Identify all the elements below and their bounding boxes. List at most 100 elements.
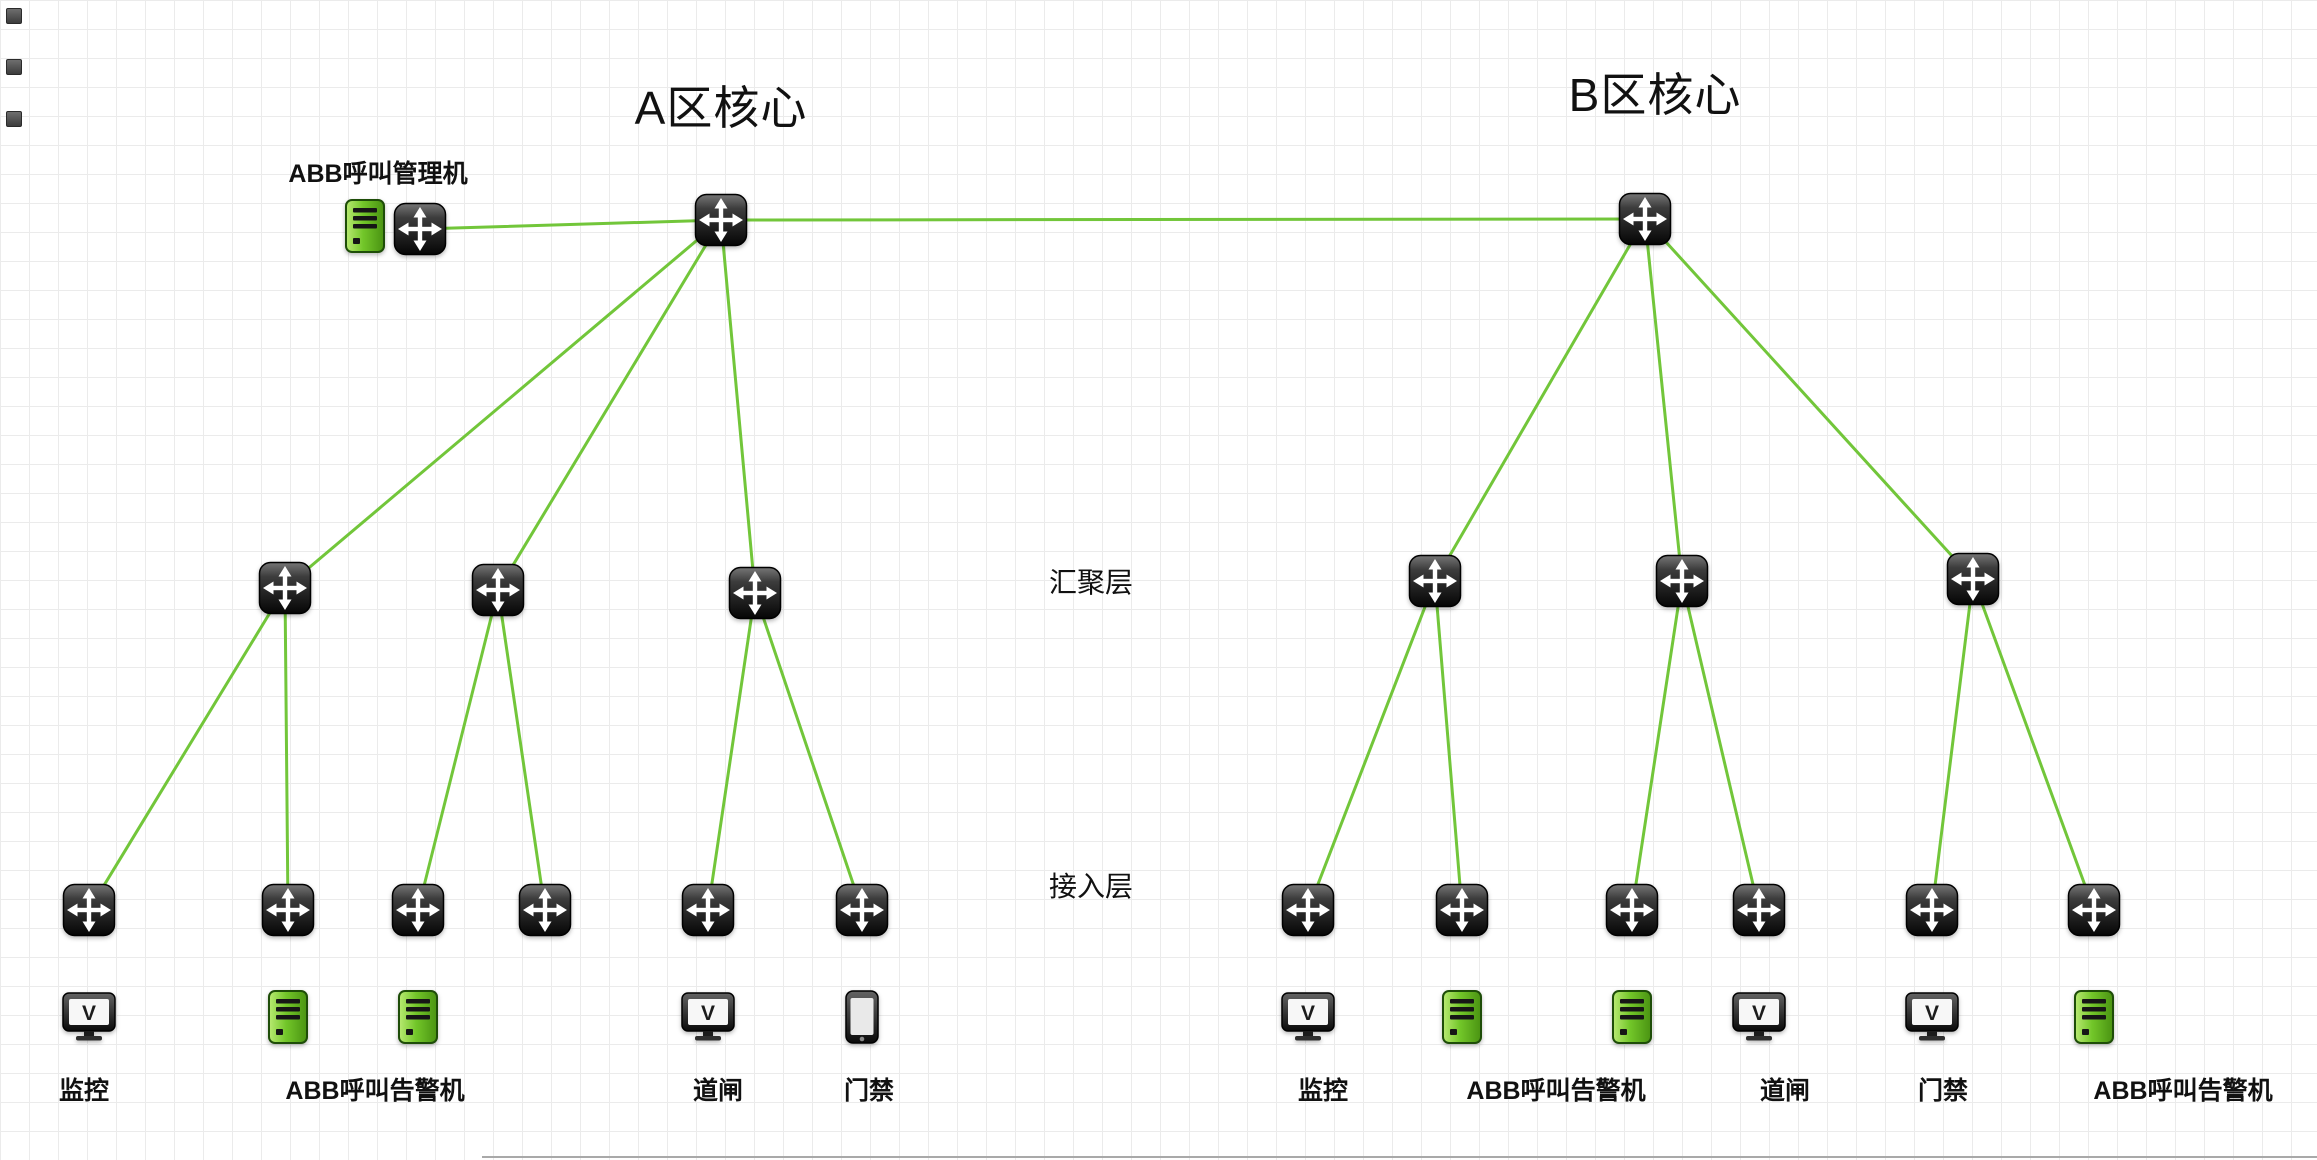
link-aggA1-accA2 <box>283 586 290 912</box>
link-coreA-aggA3 <box>719 218 757 595</box>
abb-alarm-server-b1[interactable] <box>1441 989 1483 1045</box>
switch-icon <box>728 566 782 620</box>
server-icon <box>2074 990 2114 1044</box>
canvas-handle-3[interactable] <box>6 111 22 127</box>
switch-icon <box>1408 554 1462 608</box>
link-aggB2-accB4 <box>1680 579 1761 912</box>
link-coreA-aggA1 <box>283 218 723 590</box>
aggregation-switch-b3[interactable] <box>1946 552 2000 606</box>
server-icon <box>1612 990 1652 1044</box>
surveillance-monitor-a[interactable]: V <box>61 991 117 1043</box>
abb-call-manager-switch[interactable] <box>393 202 447 256</box>
link-aggB2-accB3 <box>1630 579 1684 912</box>
link-aggA2-accA3 <box>416 588 500 912</box>
label-door-a: 门禁 <box>843 1077 895 1105</box>
link-aggA3-accA5 <box>706 591 757 912</box>
surveillance-monitor-b[interactable]: V <box>1280 991 1336 1043</box>
switch-icon <box>1281 883 1335 937</box>
access-switch-a2[interactable] <box>261 883 315 937</box>
label-access-layer: 接入层 <box>1048 871 1134 902</box>
switch-icon <box>694 193 748 247</box>
switch-icon <box>62 883 116 937</box>
access-switch-a4[interactable] <box>518 883 572 937</box>
switch-icon <box>1655 554 1709 608</box>
abb-alarm-server-a2[interactable] <box>397 989 439 1045</box>
label-abb-alarm-b: ABB呼叫告警机 <box>1466 1077 1646 1105</box>
link-aggA1-accA1 <box>87 586 287 912</box>
svg-text:V: V <box>1925 1002 1939 1025</box>
server-icon <box>398 990 438 1044</box>
abb-call-manager-server[interactable] <box>344 198 386 254</box>
label-gate-a: 道闸 <box>692 1077 744 1105</box>
server-icon <box>1442 990 1482 1044</box>
access-switch-a1[interactable] <box>62 883 116 937</box>
link-aggB1-accB2 <box>1433 579 1464 912</box>
label-abb-alarm-b2: ABB呼叫告警机 <box>2093 1077 2273 1105</box>
link-coreA-coreB <box>719 217 1647 222</box>
link-aggB3-accB6 <box>1971 577 2096 912</box>
canvas-handle-1[interactable] <box>6 8 22 24</box>
link-aggA3-accA6 <box>753 591 864 912</box>
access-switch-b4[interactable] <box>1732 883 1786 937</box>
abb-alarm-server-a1[interactable] <box>267 989 309 1045</box>
door-access-monitor-b[interactable]: V <box>1904 991 1960 1043</box>
svg-text:V: V <box>1301 1002 1315 1025</box>
switch-icon <box>471 563 525 617</box>
access-switch-a6[interactable] <box>835 883 889 937</box>
link-coreB-aggB3 <box>1643 217 1975 581</box>
access-switch-a5[interactable] <box>681 883 735 937</box>
monitor-icon: V <box>1905 992 1959 1041</box>
door-access-device-a[interactable] <box>844 989 880 1045</box>
monitor-icon: V <box>1732 992 1786 1041</box>
phone-icon <box>845 990 879 1044</box>
access-switch-b3[interactable] <box>1605 883 1659 937</box>
access-switch-b6[interactable] <box>2067 883 2121 937</box>
barrier-gate-monitor-b[interactable]: V <box>1731 991 1787 1043</box>
access-switch-b1[interactable] <box>1281 883 1335 937</box>
link-coreB-aggB1 <box>1433 217 1647 583</box>
monitor-icon: V <box>62 992 116 1041</box>
core-switch-a[interactable] <box>694 193 748 247</box>
monitor-icon: V <box>681 992 735 1041</box>
link-coreB-aggB2 <box>1643 217 1684 583</box>
switch-icon <box>1435 883 1489 937</box>
aggregation-switch-b1[interactable] <box>1408 554 1462 608</box>
aggregation-switch-a2[interactable] <box>471 563 525 617</box>
switch-icon <box>1732 883 1786 937</box>
switch-icon <box>1905 883 1959 937</box>
switch-icon <box>393 202 447 256</box>
server-icon <box>268 990 308 1044</box>
link-aggA2-accA4 <box>496 588 547 912</box>
switch-icon <box>681 883 735 937</box>
server-icon <box>345 199 385 253</box>
canvas-handle-2[interactable] <box>6 59 22 75</box>
access-switch-a3[interactable] <box>391 883 445 937</box>
label-surveillance-a: 监控 <box>58 1077 110 1105</box>
title-area-b: B区核心 <box>1568 69 1742 121</box>
access-switch-b5[interactable] <box>1905 883 1959 937</box>
svg-text:V: V <box>82 1002 96 1025</box>
abb-alarm-server-b3[interactable] <box>2073 989 2115 1045</box>
label-door-b: 门禁 <box>1917 1077 1969 1105</box>
label-abb-alarm-a: ABB呼叫告警机 <box>285 1077 465 1105</box>
switch-icon <box>2067 883 2121 937</box>
title-area-a: A区核心 <box>634 82 808 134</box>
abb-alarm-server-b2[interactable] <box>1611 989 1653 1045</box>
aggregation-switch-a1[interactable] <box>258 561 312 615</box>
access-switch-b2[interactable] <box>1435 883 1489 937</box>
switch-icon <box>261 883 315 937</box>
page-boundary-line <box>482 1156 2317 1158</box>
switch-icon <box>1605 883 1659 937</box>
label-surveillance-b: 监控 <box>1297 1077 1349 1105</box>
barrier-gate-monitor-a[interactable]: V <box>680 991 736 1043</box>
aggregation-switch-b2[interactable] <box>1655 554 1709 608</box>
core-switch-b[interactable] <box>1618 192 1672 246</box>
switch-icon <box>1946 552 2000 606</box>
switch-icon <box>391 883 445 937</box>
label-abb-call-manager: ABB呼叫管理机 <box>288 160 468 188</box>
aggregation-switch-a3[interactable] <box>728 566 782 620</box>
svg-text:V: V <box>701 1002 715 1025</box>
switch-icon <box>518 883 572 937</box>
